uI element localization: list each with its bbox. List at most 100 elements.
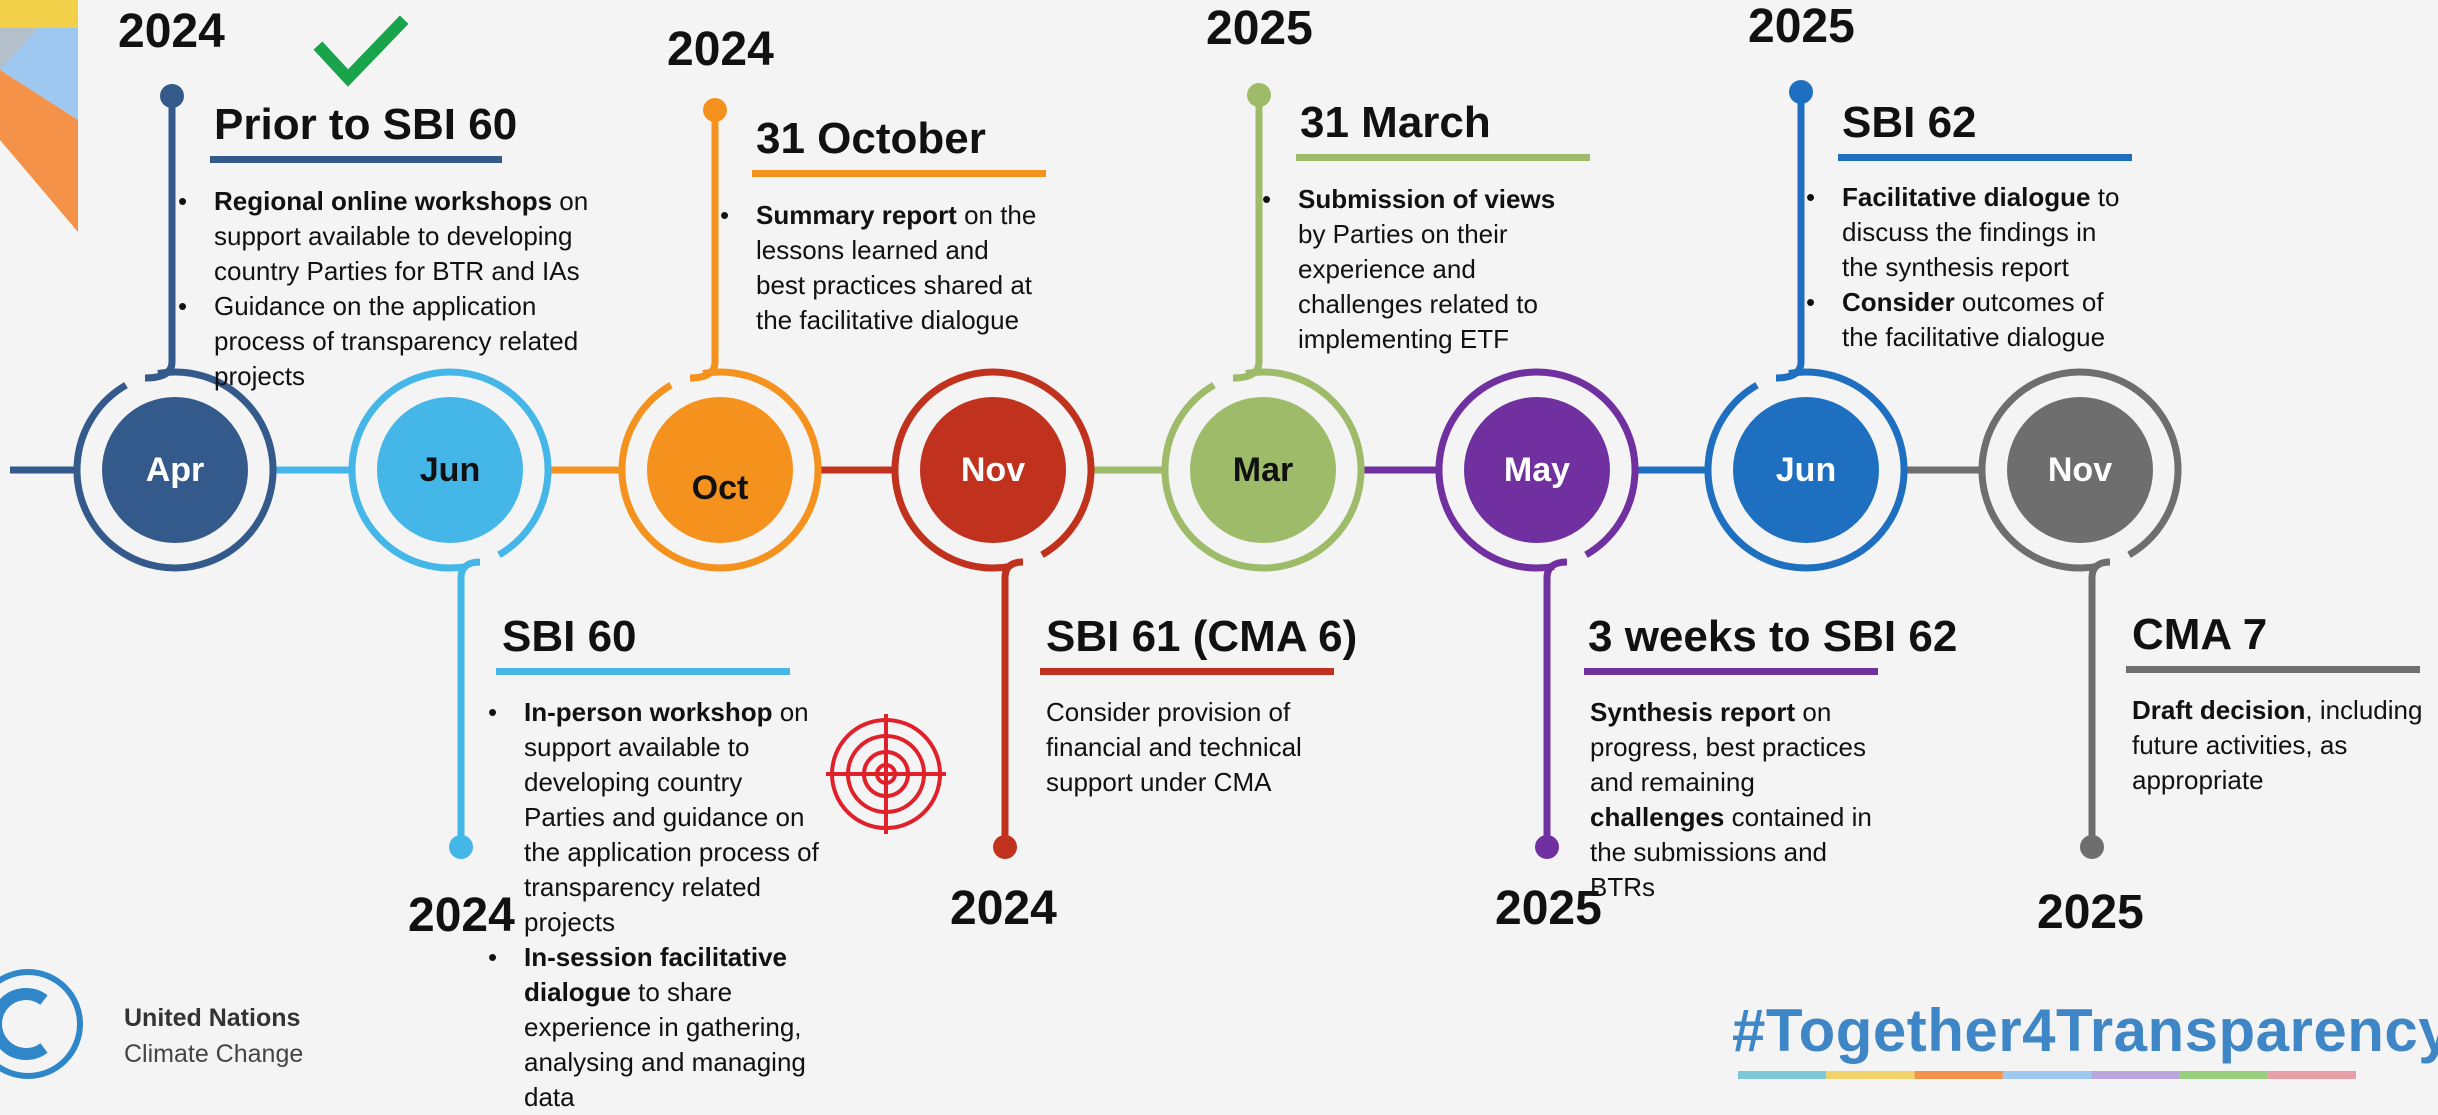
month-label-jun2: Jun (1775, 451, 1837, 489)
milestone-stem (1775, 92, 1805, 382)
milestone-dot (993, 835, 1017, 859)
milestone-heading-nov2: CMA 7 (2132, 610, 2268, 659)
paragraph-bold-text: Draft decision (2132, 695, 2306, 725)
year-label-nov2: 2025 (2037, 886, 2144, 939)
un-climate-logo-icon (0, 969, 83, 1079)
bullet-text: on support available to developing count… (524, 697, 819, 937)
month-label-nov2: Nov (2047, 451, 2113, 489)
hashtag-stripe-segment (2091, 1071, 2180, 1079)
bullet-item: Summary report on the lessons learned an… (718, 198, 1038, 338)
milestone-heading-oct: 31 October (756, 114, 986, 163)
milestone-circle (102, 397, 248, 543)
milestone-dot (1247, 83, 1271, 107)
bullet-bold-text: Facilitative dialogue (1842, 182, 2091, 212)
hashtag-stripe-segment (2267, 1071, 2356, 1079)
heading-underline-jun1 (496, 668, 790, 675)
hashtag-stripe-segment (1826, 1071, 1915, 1079)
paragraph-bold-text: challenges (1590, 802, 1725, 832)
heading-underline-oct (752, 170, 1046, 177)
bullet-list: Submission of views by Parties on their … (1260, 182, 1580, 357)
paragraph-text: Consider provision of financial and tech… (1046, 697, 1302, 797)
milestone-dot (703, 98, 727, 122)
hashtag-stripe-segment (1738, 1071, 1827, 1079)
month-label-nov1: Nov (960, 451, 1026, 489)
bullet-item: Consider outcomes of the facilitative di… (1804, 285, 2124, 355)
milestone-stem (457, 558, 481, 847)
milestone-heading-jun2: SBI 62 (1842, 98, 1977, 147)
milestone-heading-apr: Prior to SBI 60 (214, 100, 518, 149)
milestone-body-may: Synthesis report on progress, best pract… (1590, 695, 1890, 905)
month-label-may: May (1503, 451, 1571, 489)
heading-underline-may (1584, 668, 1878, 675)
bullet-item: Facilitative dialogue to discuss the fin… (1804, 180, 2124, 285)
milestone-heading-nov1: SBI 61 (CMA 6) (1046, 612, 1358, 661)
bullet-bold-text: Consider (1842, 287, 1955, 317)
bullet-text: to discuss the findings in the synthesis… (1842, 182, 2120, 282)
bullet-text: outcomes of the facilitative dialogue (1842, 287, 2106, 352)
milestone-dot (1789, 80, 1813, 104)
heading-underline-jun2 (1838, 154, 2132, 161)
milestone-heading-may: 3 weeks to SBI 62 (1588, 612, 1958, 661)
year-label-apr: 2024 (118, 5, 225, 58)
milestone-circle (377, 397, 523, 543)
milestone-circle (920, 397, 1066, 543)
hashtag-title: #Together4Transparency (1732, 997, 2438, 1064)
corner-decor-yellow (0, 0, 78, 28)
milestone-nov2 (1978, 368, 2182, 859)
year-label-oct: 2024 (667, 23, 774, 76)
logo-c-shape (0, 988, 48, 1060)
hashtag-stripe-segment (1914, 1071, 2003, 1079)
bullet-bold-text: In-session facilitative dialogue (524, 942, 787, 1007)
bullet-list: In-person workshop on support available … (486, 695, 826, 1115)
month-label-mar: Mar (1232, 451, 1294, 489)
milestone-heading-mar: 31 March (1300, 98, 1491, 147)
month-label-apr: Apr (145, 451, 205, 489)
milestone-circle (2007, 397, 2153, 543)
milestone-body-apr: Regional online workshops on support ava… (176, 184, 616, 394)
logo-ring (0, 969, 83, 1079)
bullet-list: Regional online workshops on support ava… (176, 184, 616, 394)
bullet-bold-text: Summary report (756, 200, 957, 230)
bullet-bold-text: Regional online workshops (214, 186, 553, 216)
paragraph-text: , including future activities, as approp… (2132, 695, 2423, 795)
year-label-nov1: 2024 (950, 882, 1057, 935)
bullet-item: Submission of views by Parties on their … (1260, 182, 1580, 357)
milestone-body-mar: Submission of views by Parties on their … (1260, 182, 1580, 357)
checkmark-stroke (313, 15, 409, 87)
milestone-ring (1978, 368, 2182, 572)
month-label-jun1: Jun (419, 451, 481, 489)
bullet-item: Guidance on the application process of t… (176, 289, 616, 394)
year-label-mar: 2025 (1206, 2, 1313, 55)
milestone-stem (2088, 558, 2111, 847)
milestone-mar (1161, 83, 1365, 572)
milestone-circle (1733, 397, 1879, 543)
milestone-circle (1190, 397, 1336, 543)
milestone-stem (689, 110, 719, 382)
hashtag-stripe-segment (2179, 1071, 2268, 1079)
milestone-dot (449, 835, 473, 859)
bullet-text: Guidance on the application process of t… (214, 291, 579, 391)
milestone-may (1435, 368, 1639, 859)
milestone-dot (2080, 835, 2104, 859)
bullet-item: Regional online workshops on support ava… (176, 184, 616, 289)
milestone-stem (1543, 558, 1568, 847)
org-name: United Nations (124, 1004, 301, 1032)
milestone-body-oct: Summary report on the lessons learned an… (718, 198, 1038, 338)
milestone-jun2 (1704, 80, 1908, 572)
year-label-may: 2025 (1495, 882, 1602, 935)
bullet-list: Facilitative dialogue to discuss the fin… (1804, 180, 2124, 355)
heading-underline-mar (1296, 154, 1590, 161)
milestone-ring (73, 368, 277, 572)
year-label-jun2: 2025 (1748, 0, 1855, 53)
milestone-ring (891, 368, 1095, 572)
milestone-body-nov1: Consider provision of financial and tech… (1046, 695, 1346, 800)
bullet-text: on support available to developing count… (214, 186, 589, 286)
checkmark-icon (313, 15, 409, 87)
milestone-stem (144, 96, 176, 382)
milestone-ring (618, 368, 822, 572)
milestone-apr (73, 84, 277, 572)
paragraph-text: contained in the submissions and BTRs (1590, 802, 1872, 902)
corner-decor-blue (0, 28, 78, 120)
bullet-bold-text: In-person workshop (524, 697, 773, 727)
